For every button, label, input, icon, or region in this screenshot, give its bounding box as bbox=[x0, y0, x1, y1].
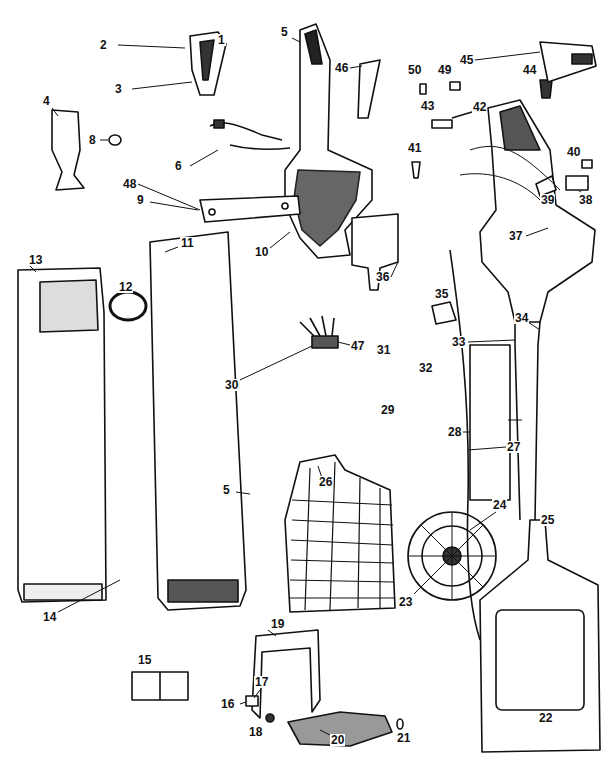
callout-number: 3 bbox=[114, 83, 123, 95]
callout-number: 21 bbox=[396, 732, 411, 744]
callout-number: 48 bbox=[122, 178, 137, 190]
callout-number: 42 bbox=[472, 101, 487, 113]
callout-number: 28 bbox=[447, 426, 462, 438]
callout-number: 4 bbox=[42, 95, 51, 107]
callout-number: 44 bbox=[522, 64, 537, 76]
callout-number: 29 bbox=[380, 404, 395, 416]
callout-number: 1 bbox=[217, 34, 226, 46]
callout-number: 17 bbox=[254, 676, 269, 688]
callout-number: 15 bbox=[137, 654, 152, 666]
callout-number: 35 bbox=[434, 288, 449, 300]
callout-number: 39 bbox=[540, 194, 555, 206]
callout-number: 8 bbox=[88, 134, 97, 146]
callout-number: 24 bbox=[492, 499, 507, 511]
callout-number: 36 bbox=[375, 271, 390, 283]
callout-number: 45 bbox=[459, 54, 474, 66]
callout-number: 18 bbox=[248, 726, 263, 738]
callout-number: 40 bbox=[566, 146, 581, 158]
callout-number: 22 bbox=[538, 712, 553, 724]
callout-number: 27 bbox=[506, 441, 521, 453]
callout-number: 38 bbox=[578, 194, 593, 206]
callout-number: 13 bbox=[28, 254, 43, 266]
callout-number: 5 bbox=[280, 26, 289, 38]
callout-number: 26 bbox=[318, 476, 333, 488]
callout-number: 19 bbox=[270, 618, 285, 630]
callout-number: 11 bbox=[180, 237, 195, 249]
callout-number: 46 bbox=[334, 62, 349, 74]
callout-number: 25 bbox=[540, 514, 555, 526]
callout-number: 34 bbox=[514, 312, 529, 324]
callout-number: 43 bbox=[420, 100, 435, 112]
callout-number: 37 bbox=[508, 230, 523, 242]
callout-number: 12 bbox=[118, 281, 133, 293]
callout-number: 9 bbox=[136, 194, 145, 206]
callout-number: 10 bbox=[254, 246, 269, 258]
callout-number: 14 bbox=[42, 611, 57, 623]
callout-number: 6 bbox=[174, 160, 183, 172]
callout-number: 30 bbox=[224, 379, 239, 391]
callout-number: 32 bbox=[418, 362, 433, 374]
callout-number: 31 bbox=[376, 344, 391, 356]
callout-number: 5 bbox=[222, 484, 231, 496]
callout-number: 41 bbox=[407, 142, 422, 154]
callout-number: 47 bbox=[350, 340, 365, 352]
callout-number: 23 bbox=[398, 596, 413, 608]
callout-number: 33 bbox=[451, 336, 466, 348]
callout-number: 20 bbox=[330, 734, 345, 746]
callout-number: 16 bbox=[220, 698, 235, 710]
callout-number: 49 bbox=[437, 64, 452, 76]
callout-number: 50 bbox=[407, 64, 422, 76]
callout-number: 2 bbox=[99, 39, 108, 51]
